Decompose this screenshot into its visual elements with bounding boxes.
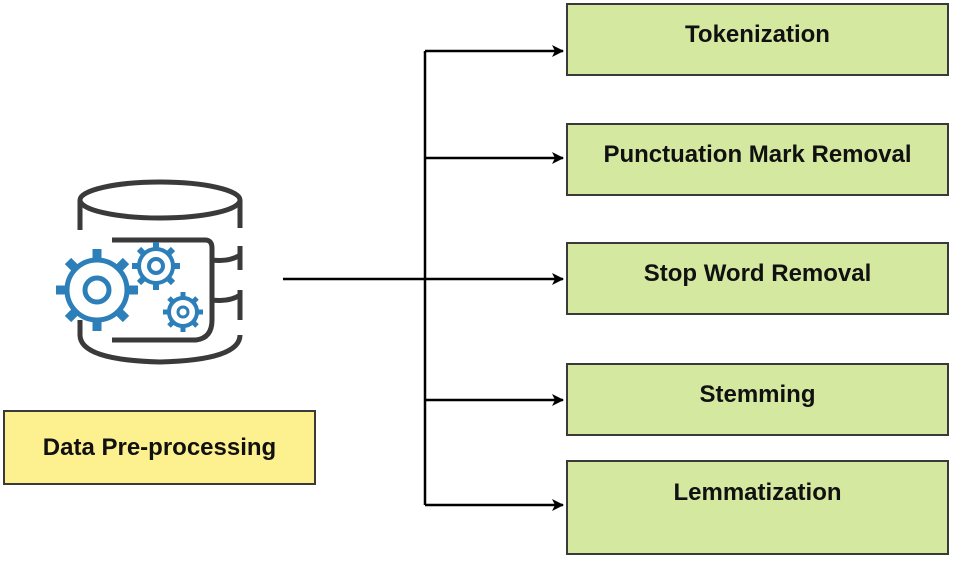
step-label: Tokenization bbox=[685, 21, 830, 48]
step-label: Lemmatization bbox=[673, 479, 842, 506]
step-box-lemmatization: Lemmatization bbox=[566, 460, 949, 555]
small-gear-icon bbox=[132, 242, 180, 290]
step-label: Stop Word Removal bbox=[643, 260, 872, 287]
step-box-stop-word-removal: Stop Word Removal bbox=[566, 242, 949, 315]
medium-gear-icon bbox=[163, 292, 203, 332]
step-label: Stemming bbox=[699, 381, 816, 408]
large-gear-icon bbox=[56, 249, 138, 331]
step-box-punctuation-mark-removal: Punctuation Mark Removal bbox=[566, 123, 949, 196]
data-preprocessing-label: Data Pre-processing bbox=[42, 433, 277, 461]
step-label: Punctuation Mark Removal bbox=[603, 141, 912, 168]
step-arrows bbox=[425, 45, 564, 511]
step-box-stemming: Stemming bbox=[566, 363, 949, 436]
step-box-tokenization: Tokenization bbox=[566, 3, 949, 76]
database-gears-icon bbox=[56, 179, 243, 365]
data-preprocessing-box: Data Pre-processing bbox=[3, 410, 316, 485]
